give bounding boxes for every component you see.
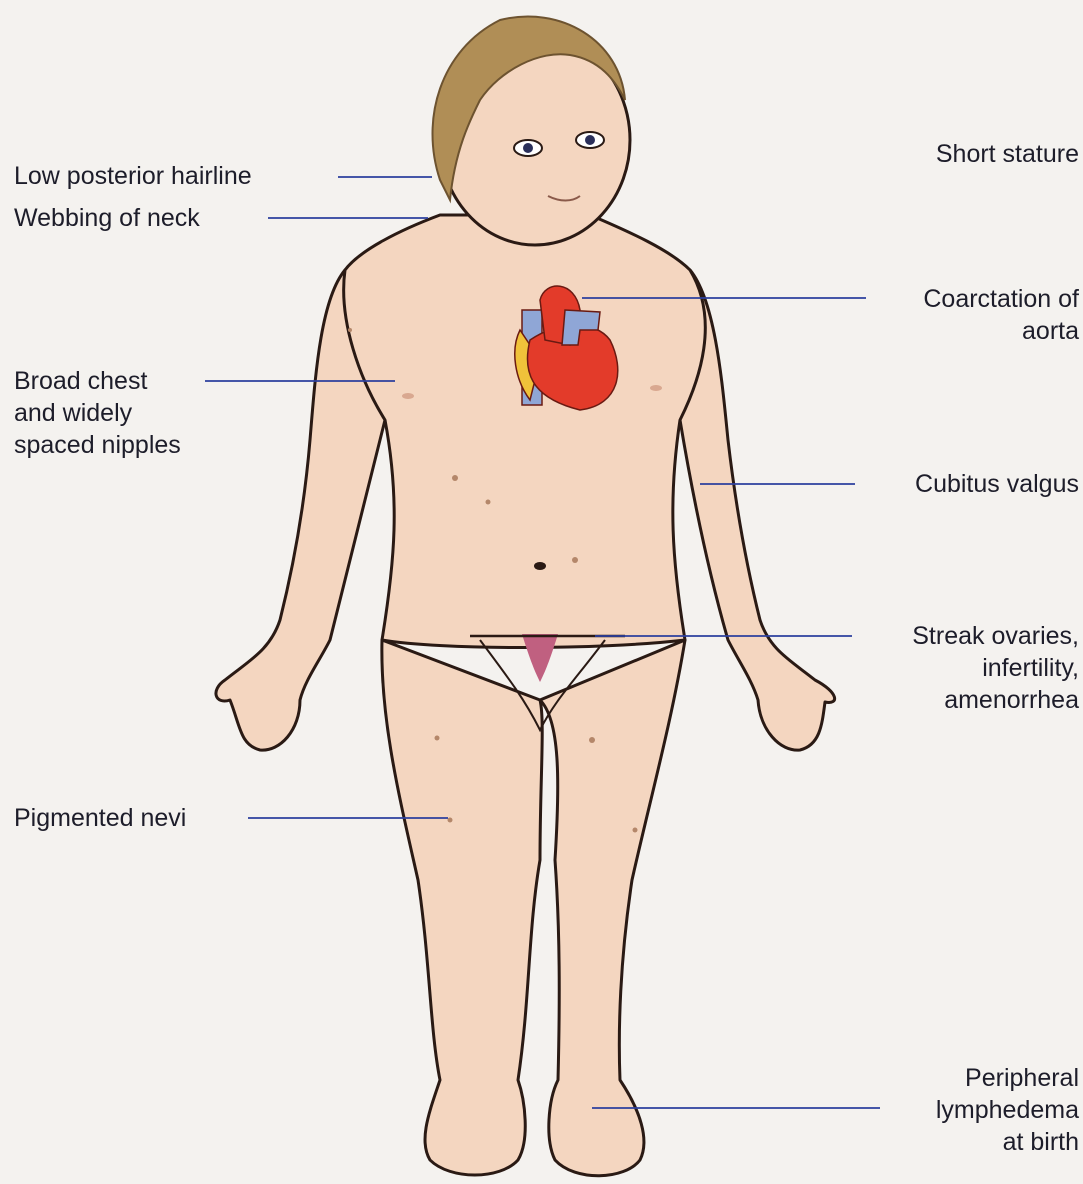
label-low-posterior-hairline: Low posterior hairline (14, 160, 252, 192)
label-peripheral-lymphedema: Peripheral lymphedema at birth (936, 1062, 1079, 1158)
label-pigmented-nevi: Pigmented nevi (14, 802, 186, 834)
label-broad-chest: Broad chest and widely spaced nipples (14, 365, 181, 461)
navel (534, 562, 546, 570)
label-coarctation-of-aorta: Coarctation of aorta (923, 283, 1079, 347)
label-short-stature: Short stature (936, 138, 1079, 170)
uterus (522, 634, 558, 682)
label-webbing-of-neck: Webbing of neck (14, 202, 200, 234)
body-outline (216, 35, 835, 1176)
left-nipple (402, 393, 414, 399)
label-streak-ovaries: Streak ovaries, infertility, amenorrhea (912, 620, 1079, 716)
label-cubitus-valgus: Cubitus valgus (915, 468, 1079, 500)
right-nipple (650, 385, 662, 391)
